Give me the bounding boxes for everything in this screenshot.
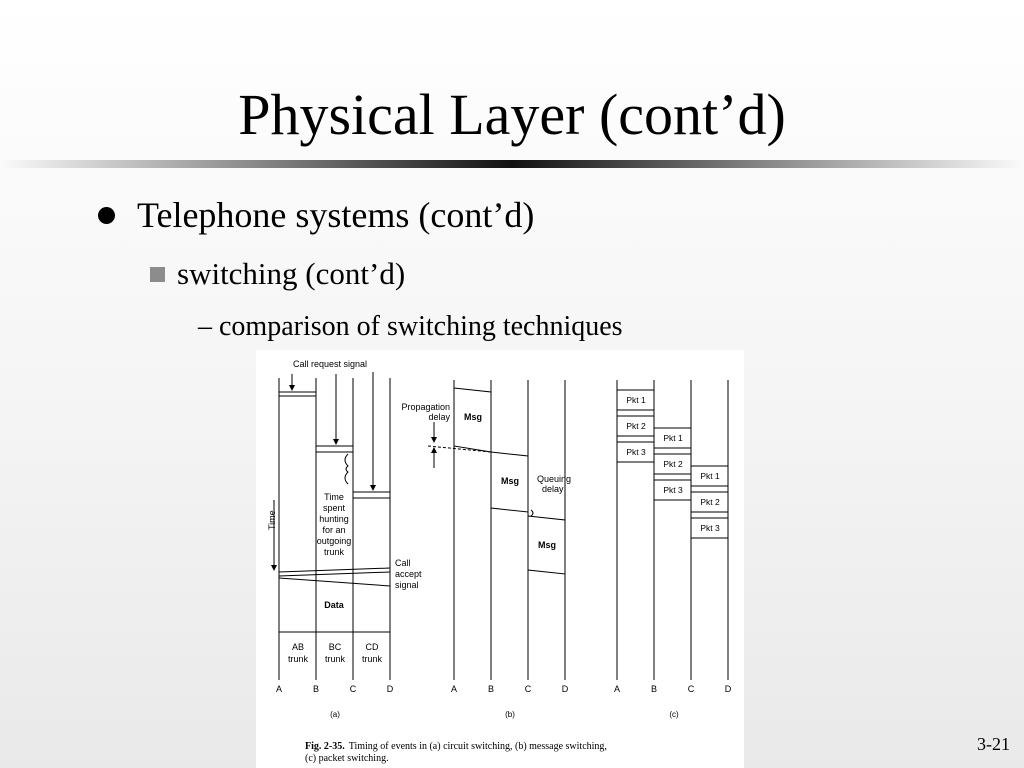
svg-text:B: B (488, 684, 494, 694)
panel-b-node-labels: A B C D (451, 684, 569, 694)
svg-text:for an: for an (322, 525, 345, 535)
svg-text:Queuing: Queuing (537, 474, 571, 484)
svg-text:AB: AB (292, 642, 304, 652)
data-label: Data (324, 600, 345, 610)
bullet-dot-icon (98, 206, 115, 224)
svg-text:outgoing: outgoing (317, 536, 352, 546)
panel-a-label: (a) (330, 710, 340, 719)
propagation-delay-label: Propagation delay (401, 402, 450, 422)
bullet1-text: Telephone systems (cont’d) (137, 195, 535, 235)
message-blocks: Msg Msg Msg (464, 412, 556, 550)
slide-title: Physical Layer (cont’d) (238, 82, 786, 147)
queuing-delay-label: Queuing delay (537, 474, 571, 494)
svg-text:C: C (525, 684, 532, 694)
svg-text:delay: delay (428, 412, 450, 422)
svg-text:Pkt 2: Pkt 2 (626, 421, 646, 431)
caption-line1: Timing of events in (a) circuit switchin… (349, 741, 607, 752)
svg-text:Pkt 3: Pkt 3 (700, 523, 720, 533)
svg-text:trunk: trunk (324, 547, 345, 557)
trunk-labels: AB trunk BC trunk CD trunk (288, 642, 383, 664)
panel-c-label: (c) (669, 710, 679, 719)
panel-a-circuit-switching (271, 372, 391, 680)
svg-text:Call: Call (395, 558, 411, 568)
panel-b-label: (b) (505, 710, 515, 719)
panel-c-node-labels: A B C D (614, 684, 732, 694)
svg-text:hunting: hunting (319, 514, 349, 524)
svg-text:Propagation: Propagation (401, 402, 450, 412)
call-accept-label: Call accept signal (395, 558, 422, 590)
svg-text:CD: CD (366, 642, 379, 652)
svg-text:accept: accept (395, 569, 422, 579)
svg-text:Pkt 1: Pkt 1 (626, 395, 646, 405)
svg-text:Pkt 3: Pkt 3 (663, 485, 683, 495)
svg-text:B: B (651, 684, 657, 694)
bullet-level2: switching (cont’d) (150, 255, 405, 293)
svg-text:C: C (350, 684, 357, 694)
panel-b-message-switching (427, 380, 566, 680)
call-request-label: Call request signal (293, 359, 367, 369)
bullet-square-icon (150, 266, 165, 282)
svg-text:Pkt 2: Pkt 2 (700, 497, 720, 507)
svg-text:Time: Time (324, 492, 344, 502)
svg-text:B: B (313, 684, 319, 694)
time-spent-label: Time spent hunting for an outgoing trunk (317, 492, 352, 557)
page-number: 3-21 (977, 734, 1010, 754)
panel-c-packet-switching (616, 380, 729, 680)
svg-text:Pkt 3: Pkt 3 (626, 447, 646, 457)
svg-text:signal: signal (395, 580, 419, 590)
caption-label: Fig. 2-35. (305, 741, 345, 752)
figure-caption: Fig. 2-35. Timing of events in (a) circui… (305, 741, 607, 764)
svg-text:D: D (725, 684, 732, 694)
bullet-level1: Telephone systems (cont’d) (98, 193, 534, 237)
svg-text:Pkt 1: Pkt 1 (663, 433, 683, 443)
svg-text:A: A (614, 684, 620, 694)
bullet2-text: switching (cont’d) (177, 256, 406, 291)
switching-timing-figure: Call request signal Time Time spent hunt… (256, 350, 744, 768)
svg-text:A: A (276, 684, 282, 694)
caption-line2: (c) packet switching. (305, 753, 389, 764)
svg-text:Fig. 2-35.Timing of events in: Fig. 2-35. Timing of events in (a) circui… (305, 741, 607, 752)
svg-text:A: A (451, 684, 457, 694)
svg-text:BC: BC (329, 642, 342, 652)
svg-text:trunk: trunk (288, 654, 309, 664)
svg-text:Pkt 1: Pkt 1 (700, 471, 720, 481)
svg-text:Msg: Msg (501, 476, 519, 486)
title-divider (0, 160, 1024, 168)
svg-text:spent: spent (323, 503, 346, 513)
svg-text:D: D (562, 684, 569, 694)
svg-text:trunk: trunk (325, 654, 346, 664)
svg-text:D: D (387, 684, 394, 694)
bullet-level3: – comparison of switching techniques (198, 311, 623, 342)
time-axis-label: Time (267, 510, 277, 530)
packet-labels: Pkt 1 Pkt 2 Pkt 3 Pkt 1 Pkt 2 Pkt 3 Pkt … (626, 395, 720, 533)
svg-text:trunk: trunk (362, 654, 383, 664)
svg-text:delay: delay (542, 484, 564, 494)
svg-text:C: C (688, 684, 695, 694)
panel-a-node-labels: A B C D (276, 684, 394, 694)
svg-text:Pkt 2: Pkt 2 (663, 459, 683, 469)
svg-text:Msg: Msg (538, 540, 556, 550)
svg-text:Msg: Msg (464, 412, 482, 422)
